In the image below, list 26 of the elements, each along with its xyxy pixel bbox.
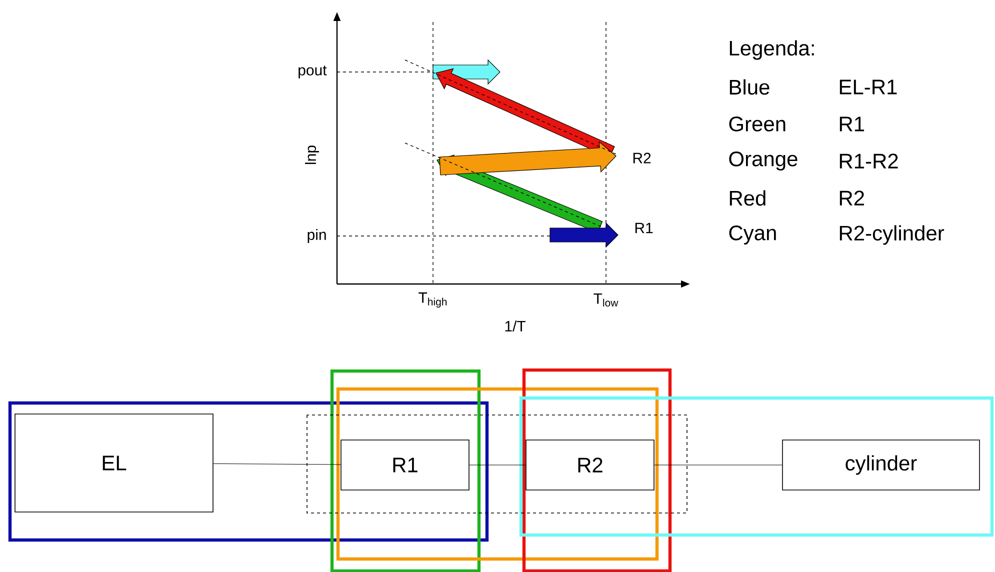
- axis-tick-label: pin: [308, 229, 326, 243]
- curve-label: R2: [633, 152, 651, 164]
- legend-text: Red: [730, 190, 766, 206]
- legend-text: Cyan: [729, 225, 776, 244]
- legend-text: Orange: [729, 151, 798, 170]
- legend-text: EL-R1: [840, 80, 897, 94]
- process-box: EL: [14, 414, 214, 512]
- axis-tick-label: T$_{high}$: [418, 292, 447, 308]
- axis-label: lnp: [305, 146, 319, 164]
- connector-line: [213, 463, 341, 465]
- legend-text: Blue: [730, 79, 770, 95]
- process-box: R1: [340, 440, 470, 490]
- legend-text: R1-R2: [840, 154, 898, 168]
- legend-title: Legenda:: [730, 40, 814, 60]
- connector-line: [469, 464, 526, 466]
- legend-text: R2: [840, 190, 864, 206]
- axis-label: 1/T: [505, 320, 526, 332]
- connector-line: [654, 464, 782, 466]
- curve-label: R1: [635, 222, 653, 234]
- legend-text: R2-cylinder: [840, 225, 944, 245]
- process-box: R2: [526, 440, 654, 490]
- process-box: cylinder: [782, 440, 980, 490]
- axis-tick-label: T$_{low}$: [594, 293, 618, 307]
- legend-text: R1: [840, 116, 864, 132]
- axis-tick-label: pout: [298, 66, 327, 78]
- legend-text: Green: [729, 116, 786, 132]
